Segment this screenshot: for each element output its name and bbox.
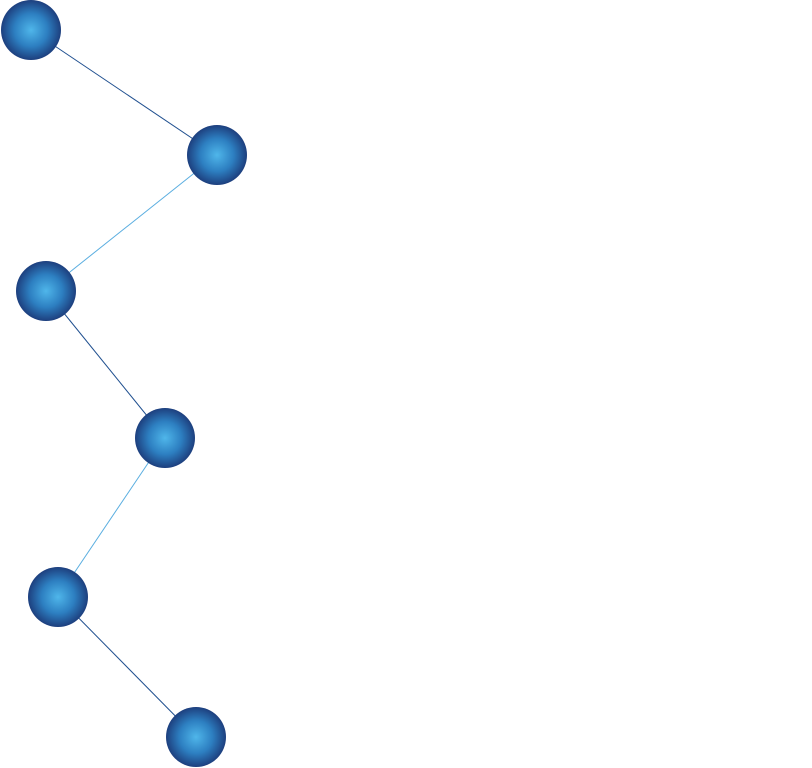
chain-node-1 — [1, 0, 61, 60]
links-layer — [30, 29, 218, 738]
chain-node-3 — [16, 261, 76, 321]
chain-link-4 — [57, 437, 166, 598]
nodes-layer — [1, 0, 247, 767]
chain-node-2 — [187, 125, 247, 185]
chain-node-5 — [28, 567, 88, 627]
chain-node-4 — [135, 408, 195, 468]
chain-link-1 — [30, 29, 218, 156]
chain-link-2 — [45, 154, 218, 292]
chain-link-5 — [57, 596, 197, 738]
chain-link-3 — [45, 290, 166, 439]
chain-node-6 — [166, 707, 226, 767]
